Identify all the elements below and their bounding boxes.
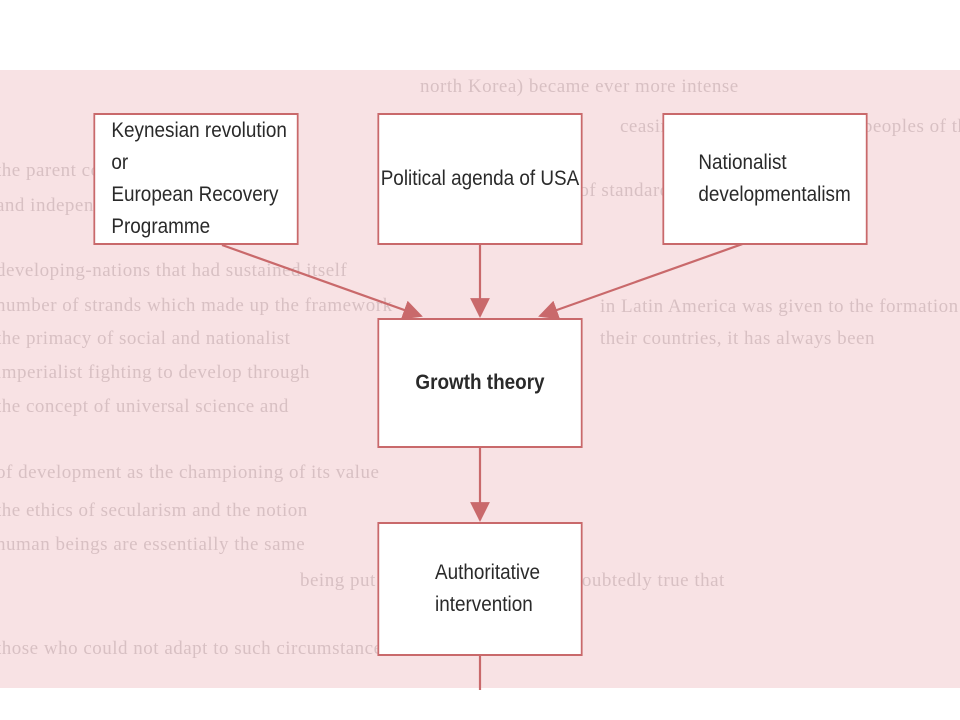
- background-text-line: developing-nations that had sustained it…: [0, 260, 348, 281]
- edge-nationalist-to-growth: [538, 234, 766, 320]
- background-text-line: the ethics of secularism and the notion: [0, 500, 308, 521]
- background-text-line: north Korea) became ever more intense: [420, 76, 739, 97]
- node-label: Nationalist developmentalism: [698, 151, 851, 206]
- background-text-line: of development as the championing of its…: [0, 462, 380, 483]
- background-text-line: those who could not adapt to such circum…: [0, 638, 391, 659]
- node-growth-theory: Growth theory: [377, 318, 583, 448]
- node-political-agenda: Political agenda of USA: [377, 113, 583, 245]
- node-label: Political agenda of USA: [380, 167, 580, 190]
- edge-keynesian-to-growth: [221, 243, 423, 320]
- background-text-line: imperialist fighting to develop through: [0, 362, 310, 383]
- node-nationalist-developmentalism: Nationalist developmentalism: [662, 113, 868, 245]
- node-keynesian-revolution: Keynesian revolution or European Recover…: [93, 113, 299, 245]
- node-label: Keynesian revolution or European Recover…: [111, 119, 287, 238]
- background-text-line: in Latin America was given to the format…: [600, 296, 959, 317]
- background-text-line: the primacy of social and nationalist: [0, 328, 291, 349]
- node-label: Authoritative intervention: [435, 561, 541, 616]
- background-text-line: their countries, it has always been: [600, 328, 875, 349]
- background-text-line: the concept of universal science and: [0, 396, 289, 417]
- node-authoritative-intervention: Authoritative intervention: [377, 522, 583, 656]
- node-label: Growth theory: [415, 371, 545, 394]
- background-text-line: number of strands which made up the fram…: [0, 295, 393, 316]
- background-text-line: human beings are essentially the same: [0, 534, 306, 555]
